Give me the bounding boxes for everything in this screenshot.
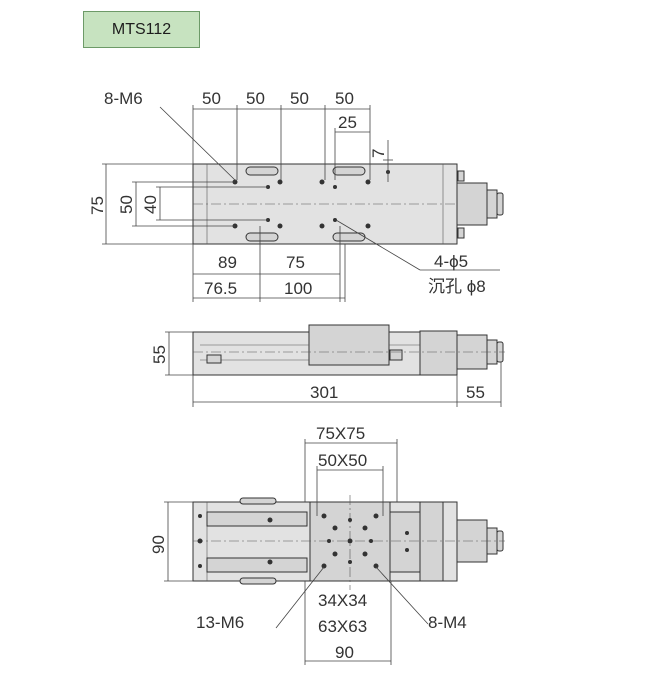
label-side-55b: 55 <box>466 383 485 402</box>
label-bottom-90: 90 <box>149 535 168 554</box>
label-8m4: 8-M4 <box>428 613 467 632</box>
model-badge: MTS112 <box>83 11 200 48</box>
label-301: 301 <box>310 383 338 402</box>
top-slot-2 <box>332 166 366 176</box>
label-76-5: 76.5 <box>204 279 237 298</box>
label-4phi5: 4-ϕ5 <box>434 252 468 271</box>
bottom-view: 75X75 50X50 90 13-M6 8-M4 34X34 63X63 90 <box>149 424 505 665</box>
leader-13m6 <box>275 566 325 629</box>
label-25: 25 <box>338 113 357 132</box>
label-pitch-3: 50 <box>290 89 309 108</box>
label-75b: 75 <box>286 253 305 272</box>
label-75x75: 75X75 <box>316 424 365 443</box>
label-63x63: 63X63 <box>318 617 367 636</box>
label-75: 75 <box>88 196 107 215</box>
top-view-motor-block <box>456 182 488 226</box>
side-view-carriage <box>308 324 390 366</box>
label-50x50: 50X50 <box>318 451 367 470</box>
label-counterbore: 沉孔 ϕ8 <box>428 277 486 296</box>
side-view-motor-block <box>419 330 458 376</box>
bottom-holes <box>197 513 409 569</box>
label-pitch-4: 50 <box>335 89 354 108</box>
label-100: 100 <box>284 279 312 298</box>
label-40: 40 <box>141 195 160 214</box>
leader-8m4 <box>375 566 429 625</box>
top-view: 8-M6 50 50 50 50 25 7 75 50 40 89 75 76.… <box>88 89 504 302</box>
side-view: 55 301 55 <box>150 324 505 407</box>
label-8m6: 8-M6 <box>104 89 143 108</box>
label-50: 50 <box>117 195 136 214</box>
top-slot-1 <box>245 166 279 176</box>
leader-8m6 <box>159 106 237 182</box>
top-slot-3 <box>245 232 279 242</box>
label-pitch-2: 50 <box>246 89 265 108</box>
label-89: 89 <box>218 253 237 272</box>
label-side-55: 55 <box>150 345 169 364</box>
label-7: 7 <box>369 149 388 158</box>
label-bottom-width-90: 90 <box>335 643 354 662</box>
label-13m6: 13-M6 <box>196 613 244 632</box>
label-34x34: 34X34 <box>318 591 367 610</box>
leader-4phi5 <box>335 219 421 271</box>
label-pitch-1: 50 <box>202 89 221 108</box>
top-view-knob <box>496 192 504 216</box>
